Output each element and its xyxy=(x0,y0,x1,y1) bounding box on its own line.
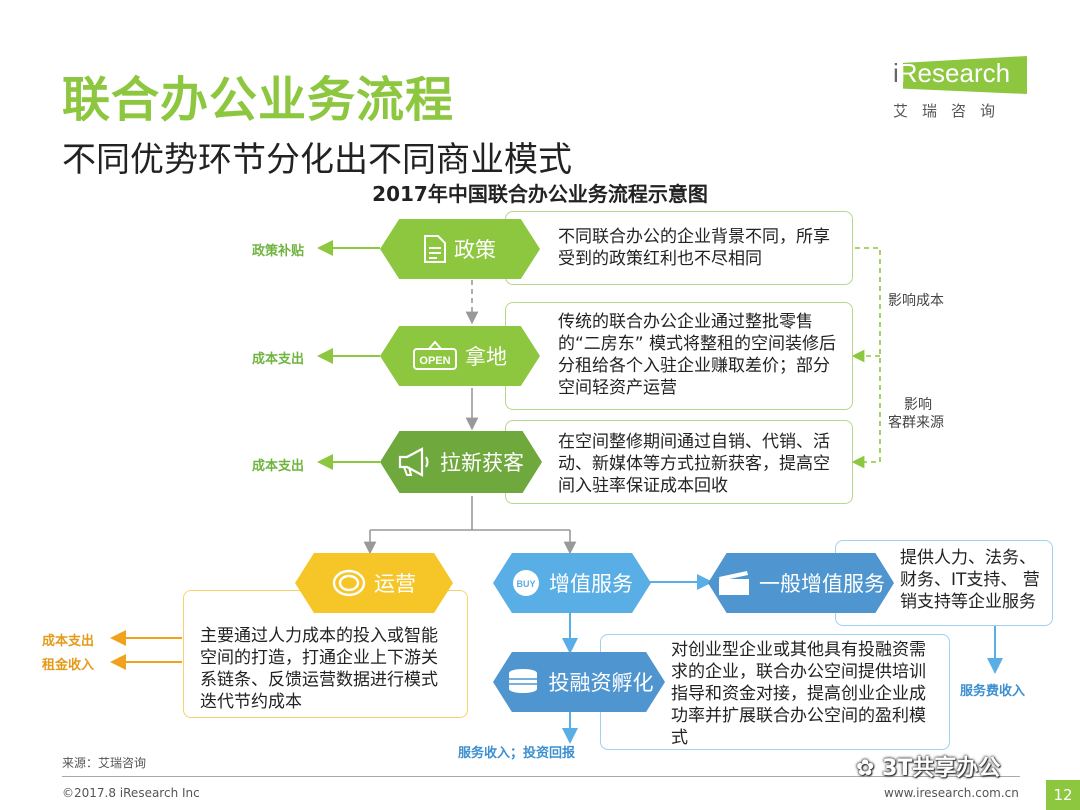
node-acquire-label: 拉新获客 xyxy=(440,451,524,475)
node-land-label: 拿地 xyxy=(465,345,507,369)
chart-title: 2017年中国联合办公业务流程示意图 xyxy=(372,182,708,206)
buy-icon-text: BUY xyxy=(516,579,535,589)
desc-box-acquire: 在空间整修期间通过自销、代销、活动、新媒体等方式拉新获客，提高空间入驻率保证成本… xyxy=(505,420,853,504)
node-land: OPEN 拿地 xyxy=(380,326,540,386)
node-acquire: 拉新获客 xyxy=(380,431,542,493)
desc-general: 提供人力、法务、财务、IT支持、 营销支持等企业服务 xyxy=(900,548,1040,612)
node-general: 一般增值服务 xyxy=(708,553,894,613)
side-label-operate-rent: 租金收入 xyxy=(42,658,95,673)
megaphone-icon xyxy=(398,447,432,477)
node-incubate-label: 投融资孵化 xyxy=(548,671,654,695)
node-operate: 运营 xyxy=(295,553,453,613)
desc-land: 传统的联合办公企业通过整批零售的“二房东” 模式将整租的空间装修后分租给各个入驻… xyxy=(558,312,837,398)
annotation-cost: 影响成本 xyxy=(888,293,944,309)
annotation-customer-1: 影响 xyxy=(904,397,932,413)
copyright: ©2017.8 iResearch Inc xyxy=(62,786,200,800)
side-label-policy: 政策补贴 xyxy=(252,244,305,259)
wechat-watermark-text: 3T共享办公 xyxy=(882,756,1001,781)
desc-operate: 主要通过人力成本的投入或智能空间的打造，打通企业上下游关系链条、反馈运营数据进行… xyxy=(200,626,438,712)
desc-box-land: 传统的联合办公企业通过整批零售的“二房东” 模式将整租的空间装修后分租给各个入驻… xyxy=(505,302,853,410)
wechat-icon: ✿ xyxy=(856,756,875,781)
node-policy: 政策 xyxy=(380,219,540,279)
buy-icon: BUY xyxy=(511,568,541,598)
side-label-general: 服务费收入 xyxy=(960,684,1026,699)
node-general-label: 一般增值服务 xyxy=(759,572,885,596)
node-policy-label: 政策 xyxy=(454,238,496,262)
document-icon xyxy=(424,235,446,263)
footer-divider xyxy=(62,776,1020,777)
desc-box-policy: 不同联合办公的企业背景不同，所享受到的政策红利也不尽相同 xyxy=(505,211,853,285)
side-label-operate-cost: 成本支出 xyxy=(42,634,95,649)
side-label-land: 成本支出 xyxy=(252,352,305,367)
desc-incubate: 对创业型企业或其他具有投融资需求的企业，联合办公空间提供培训指导和资金对接，提高… xyxy=(671,640,926,748)
page-title: 联合办公业务流程 xyxy=(62,72,455,128)
page-number: 12 xyxy=(1046,780,1080,810)
coins-icon xyxy=(505,667,541,697)
logo-i: i xyxy=(893,58,899,88)
open-sign-icon: OPEN xyxy=(413,341,457,371)
iresearch-logo: iResearch 艾瑞咨询 xyxy=(893,56,1033,120)
desc-acquire: 在空间整修期间通过自销、代销、活动、新媒体等方式拉新获客，提高空间入驻率保证成本… xyxy=(558,432,830,496)
annotation-customer-2: 客群来源 xyxy=(888,415,944,431)
website: www.iresearch.com.cn xyxy=(884,786,1019,800)
page-subtitle: 不同优势环节分化出不同商业模式 xyxy=(62,140,572,180)
side-label-incubate: 服务收入；投资回报 xyxy=(458,746,576,761)
node-value-added-label: 增值服务 xyxy=(549,572,633,596)
open-sign-text: OPEN xyxy=(419,355,450,367)
side-label-acquire: 成本支出 xyxy=(252,459,305,474)
clapboard-icon xyxy=(717,569,751,597)
desc-policy: 不同联合办公的企业背景不同，所享受到的政策红利也不尽相同 xyxy=(558,227,830,269)
node-incubate: 投融资孵化 xyxy=(493,652,665,712)
node-value-added: BUY 增值服务 xyxy=(493,553,651,613)
node-operate-label: 运营 xyxy=(374,572,416,596)
logo-brand: Research xyxy=(898,58,1011,88)
source-note: 来源：艾瑞咨询 xyxy=(62,756,147,770)
logo-cn: 艾瑞咨询 xyxy=(893,102,1010,120)
ring-icon xyxy=(332,568,366,598)
wechat-watermark: ✿ 3T共享办公 xyxy=(856,750,1000,782)
desc-box-operate: 主要通过人力成本的投入或智能空间的打造，打通企业上下游关系链条、反馈运营数据进行… xyxy=(183,590,468,718)
